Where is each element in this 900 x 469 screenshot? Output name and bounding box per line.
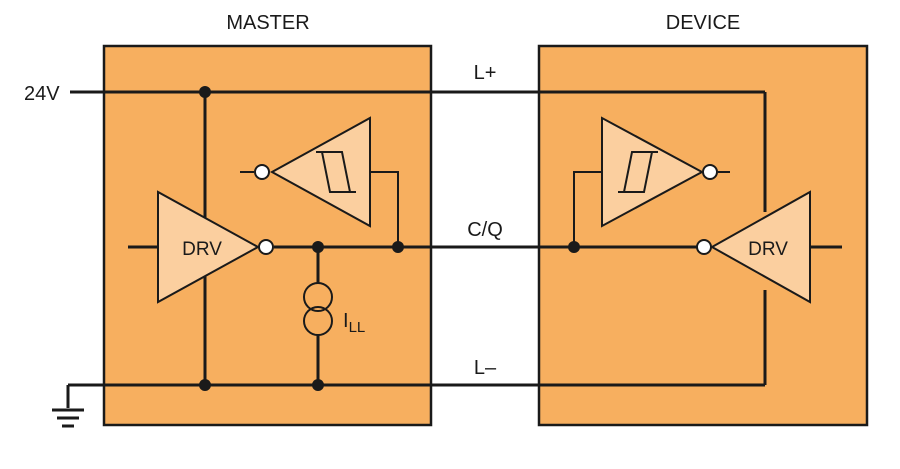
master-driver-label: DRV [182,239,222,260]
lminus-label: L– [474,357,497,379]
master-driver-inverter-bubble [258,239,274,255]
device-hysteresis-icon [618,151,658,193]
lplus-label: L+ [474,62,497,84]
junction-dot [568,241,580,253]
junction-dot [392,241,404,253]
supply-label: 24V [24,83,60,105]
device-block [537,44,869,427]
current-source [303,282,333,336]
junction-dot [312,241,324,253]
device-driver [709,190,811,304]
master-driver [157,190,261,304]
junction-dot [312,379,324,391]
master-receiver [269,116,371,228]
master-receiver-input-wire [370,171,399,247]
master-receiver-inverter-bubble [254,164,270,180]
junction-dot [199,86,211,98]
current-source-label: ILL [343,310,365,336]
junction-dot [199,379,211,391]
cq-label: C/Q [467,219,503,241]
master-hysteresis-icon [316,151,356,193]
device-receiver [601,116,705,228]
ground-icon [52,385,84,428]
device-receiver-input-wire [573,171,602,247]
master-block [102,44,433,427]
device-driver-inverter-bubble [696,239,712,255]
master-title: MASTER [226,12,309,34]
device-title: DEVICE [666,12,740,34]
device-driver-label: DRV [748,239,788,260]
device-receiver-inverter-bubble [702,164,718,180]
